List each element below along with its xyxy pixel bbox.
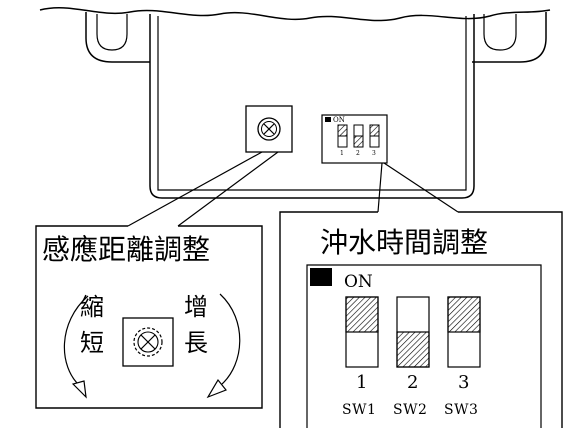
potentiometer-knob-icon [257, 117, 281, 141]
leader-line-dip-right [383, 162, 459, 213]
switch-name-2: SW2 [393, 402, 428, 418]
left-ear-hole [96, 14, 128, 51]
flush-panel-frame [279, 211, 563, 428]
on-label: ON [344, 272, 373, 292]
shorten-arrow-icon [71, 380, 87, 399]
device-body-outer [149, 14, 475, 199]
small-number-1: 1 [340, 150, 344, 157]
left-mounting-ear [85, 12, 150, 63]
small-on-label: ON [333, 116, 345, 124]
large-potentiometer-knob-icon [133, 327, 163, 357]
device-body-inner [157, 16, 467, 191]
lengthen-arc [219, 293, 241, 385]
switch-number-3: 3 [458, 372, 470, 393]
on-indicator-square [310, 268, 332, 286]
leader-line-pot-left [127, 151, 263, 227]
small-number-3: 3 [372, 150, 376, 157]
shorten-label-top: 縮 [80, 293, 104, 321]
right-ear-hole [483, 14, 517, 51]
leader-line-pot-right [177, 151, 279, 227]
lengthen-arrow-icon [206, 378, 227, 399]
right-mounting-ear [472, 12, 547, 63]
switch-number-2: 2 [407, 372, 419, 393]
switch-name-3: SW3 [444, 402, 479, 418]
small-number-2: 2 [356, 150, 360, 157]
lengthen-label-top: 增 [184, 293, 208, 321]
lengthen-label-bottom: 長 [184, 329, 208, 357]
switch-2 [396, 296, 430, 368]
dip-switch-large-frame [306, 264, 542, 428]
switch-name-1: SW1 [342, 402, 377, 418]
distance-panel-frame [35, 225, 263, 409]
flush-panel-title: 沖水時間調整 [320, 226, 489, 259]
switch-3 [447, 296, 481, 368]
distance-panel-title: 感應距離調整 [42, 233, 211, 266]
shorten-label-bottom: 短 [80, 329, 104, 357]
leader-line-dip-left [377, 162, 383, 213]
switch-1 [345, 296, 379, 368]
switch-number-1: 1 [356, 372, 368, 393]
shorten-arc [63, 295, 89, 387]
